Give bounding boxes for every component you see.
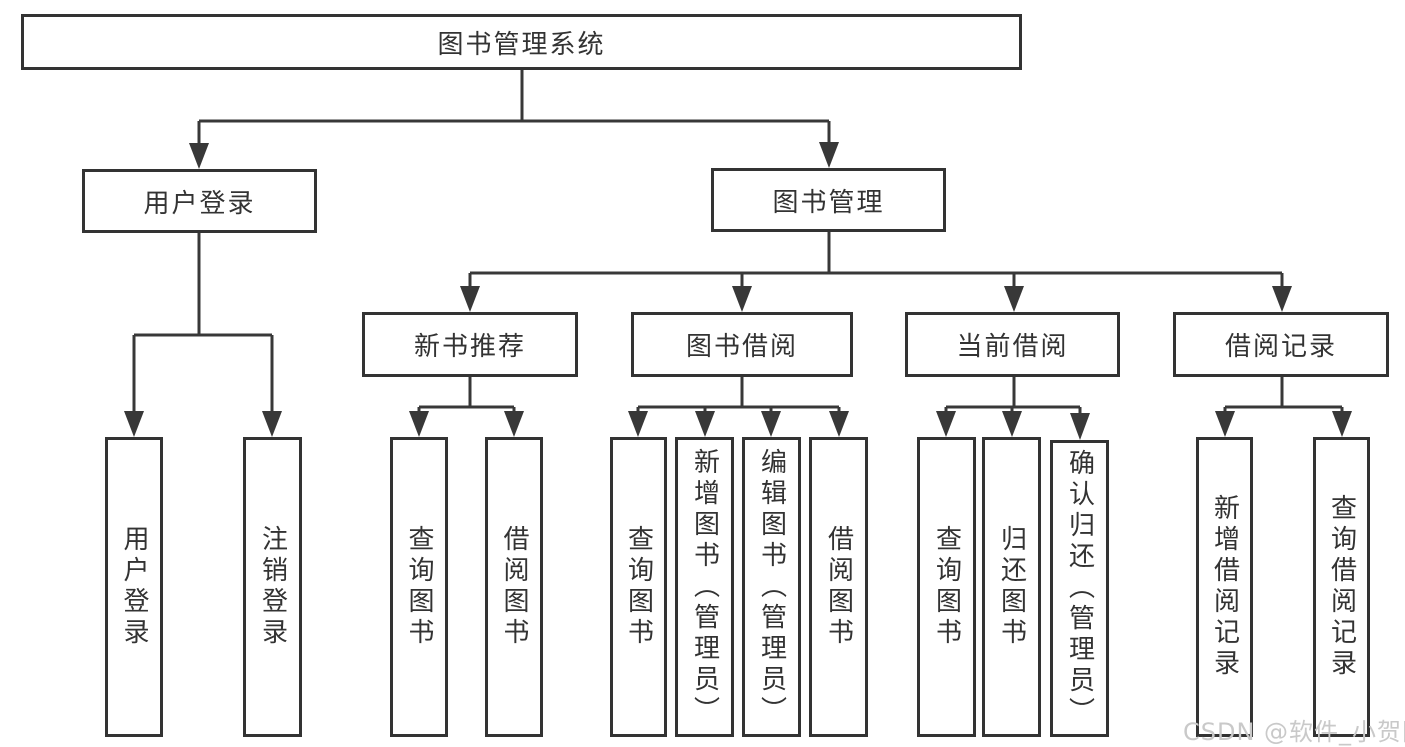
arrow-down-icon bbox=[761, 411, 781, 437]
node-leaf-recd-query-record: 查询借阅记录 bbox=[1313, 437, 1370, 737]
node-leaf-bor-add-books: 新增图书（管理员） bbox=[675, 437, 734, 737]
arrow-down-icon bbox=[732, 286, 752, 312]
node-leaf-bor-edit-books: 编辑图书（管理员） bbox=[742, 437, 801, 737]
edge-current-to-leaves bbox=[944, 377, 1082, 414]
arrow-down-icon bbox=[936, 411, 956, 437]
arrow-down-icon bbox=[628, 411, 648, 437]
arrow-down-icon bbox=[262, 411, 282, 437]
edge-borrow-to-leaves bbox=[636, 377, 841, 414]
node-current-borrow: 当前借阅 bbox=[905, 312, 1120, 377]
arrow-down-icon bbox=[1272, 286, 1292, 312]
node-book-management: 图书管理 bbox=[711, 168, 946, 232]
arrow-down-icon bbox=[695, 411, 715, 437]
arrow-down-icon bbox=[460, 286, 480, 312]
arrow-down-icon bbox=[1004, 286, 1024, 312]
node-leaf-rec-query-books: 查询图书 bbox=[390, 437, 448, 737]
arrow-down-icon bbox=[1070, 413, 1090, 440]
edge-mgmt-to-level2 bbox=[468, 232, 1284, 289]
node-book-borrow: 图书借阅 bbox=[631, 312, 853, 377]
node-leaf-bor-query-books: 查询图书 bbox=[610, 437, 667, 737]
arrow-down-icon bbox=[124, 411, 144, 437]
node-leaf-user-login: 用户登录 bbox=[105, 437, 163, 737]
arrow-down-icon bbox=[504, 411, 524, 437]
edge-recommend-to-leaves bbox=[417, 377, 516, 414]
arrow-down-icon bbox=[1332, 411, 1352, 437]
arrow-down-icon bbox=[1215, 411, 1235, 437]
watermark: CSDN @软件_小贺同学 bbox=[1183, 718, 1405, 746]
edge-root-to-level1 bbox=[197, 70, 831, 146]
arrow-down-icon bbox=[189, 143, 209, 169]
node-root: 图书管理系统 bbox=[21, 14, 1022, 70]
node-leaf-cur-confirm-return: 确认归还（管理员） bbox=[1050, 440, 1109, 737]
node-borrow-records: 借阅记录 bbox=[1173, 312, 1389, 377]
arrow-down-icon bbox=[409, 411, 429, 437]
node-leaf-rec-borrow-books: 借阅图书 bbox=[485, 437, 543, 737]
node-leaf-bor-borrow-books: 借阅图书 bbox=[809, 437, 868, 737]
node-user-login: 用户登录 bbox=[82, 169, 317, 233]
arrow-down-icon bbox=[829, 411, 849, 437]
node-leaf-cur-query-books: 查询图书 bbox=[917, 437, 976, 737]
edge-login-to-leaves bbox=[132, 233, 274, 414]
node-leaf-recd-add-record: 新增借阅记录 bbox=[1196, 437, 1253, 737]
edge-records-to-leaves bbox=[1223, 377, 1344, 414]
arrow-down-icon bbox=[819, 142, 839, 168]
node-new-book-recommend: 新书推荐 bbox=[362, 312, 578, 377]
node-leaf-cur-return-books: 归还图书 bbox=[982, 437, 1041, 737]
arrow-down-icon bbox=[1002, 411, 1022, 437]
node-leaf-logout: 注销登录 bbox=[243, 437, 302, 737]
